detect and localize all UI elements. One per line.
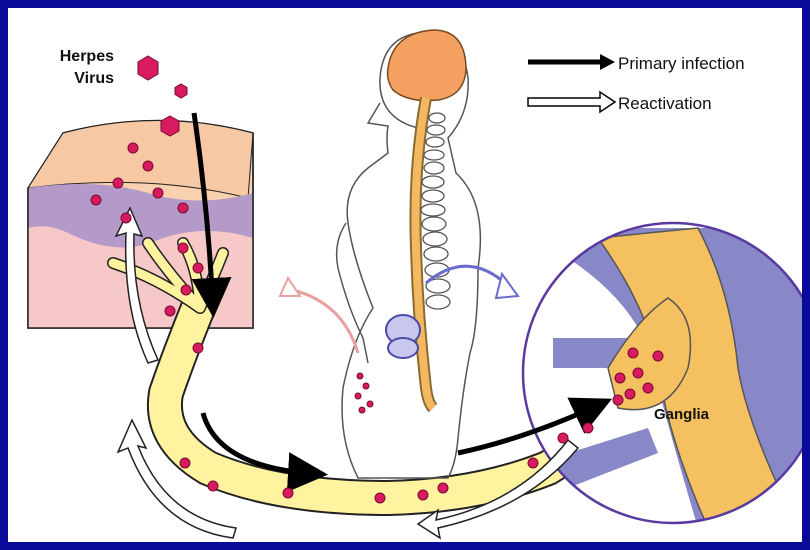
legend-reactivation-arrow: [528, 92, 615, 112]
legend-reactivation-label: Reactivation: [618, 94, 712, 114]
skin-block: [28, 121, 253, 329]
legend-primary-infection-label: Primary infection: [618, 54, 745, 74]
brain: [388, 30, 466, 101]
diagram-panel: Herpes Virus Primary infection Reactivat…: [8, 8, 802, 542]
ganglia-label: Ganglia: [654, 406, 709, 423]
spinal-column: [386, 98, 450, 408]
herpes-virus-label: Herpes Virus: [30, 46, 114, 90]
human-figure: [337, 33, 481, 478]
legend-primary-arrow: [528, 54, 615, 70]
herpes-diagram-svg: [8, 8, 802, 542]
ganglia-magnified: [523, 223, 802, 528]
herpes-label-line1: Herpes: [30, 46, 114, 68]
herpes-label-line2: Virus: [30, 68, 114, 90]
